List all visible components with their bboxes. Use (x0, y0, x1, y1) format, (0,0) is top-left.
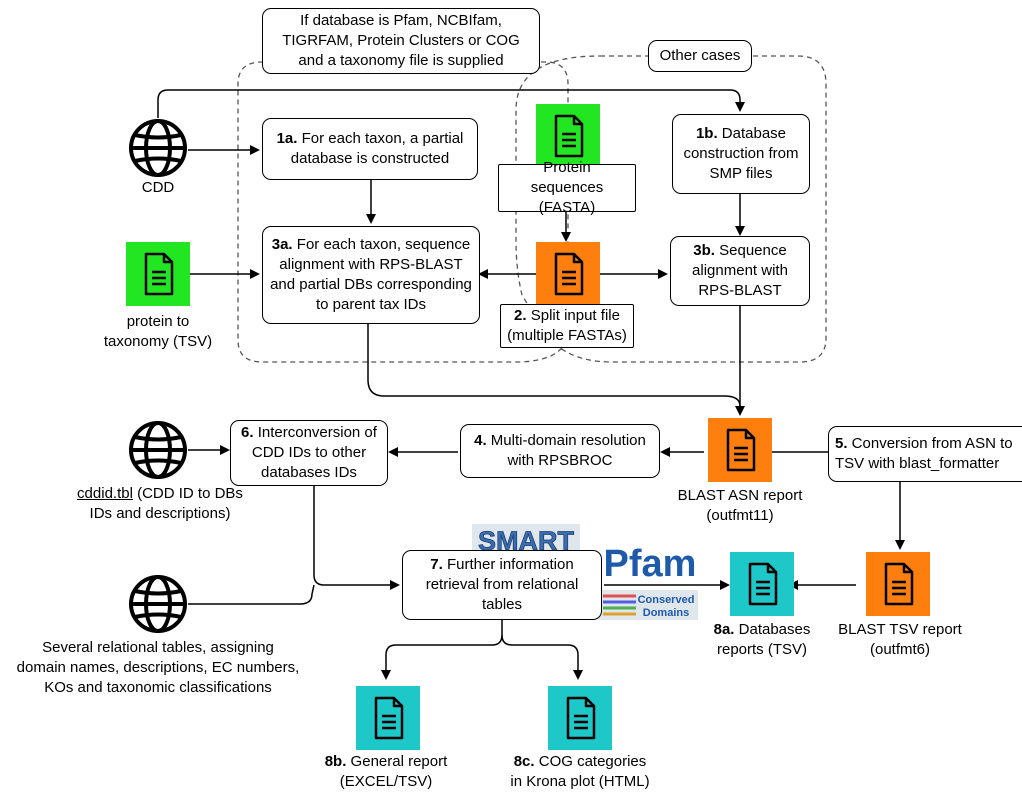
other-cases-region (515, 55, 827, 363)
svg-text:Domains: Domains (643, 607, 689, 619)
globe-icon (129, 575, 187, 633)
arrow-cdd-to-1b (157, 89, 745, 118)
conserved-domains-logo: Conserved Domains (598, 590, 698, 620)
arrow-6-to-7 (313, 484, 400, 590)
globe-icon (129, 119, 187, 177)
document-icon (548, 686, 612, 750)
document-icon (126, 242, 190, 306)
document-icon (708, 418, 772, 482)
document-icon (536, 104, 600, 168)
cdd-label: CDD (141, 179, 175, 196)
document-icon (536, 242, 600, 306)
svg-text:Conserved: Conserved (638, 594, 695, 606)
cddid-link[interactable]: cddid.tbl (77, 485, 133, 502)
blast-asn-report-label: BLAST ASN report(outfmt11) (677, 487, 803, 524)
document-icon (866, 552, 930, 616)
protein-sequences-label: Protein sequences(FASTA) (498, 159, 636, 216)
step-2-box: 2. Split input file(multiple FASTAs) (500, 304, 634, 348)
arrow-3a-to-asn (367, 322, 745, 416)
svg-text:Pfam: Pfam (604, 543, 697, 585)
document-icon (356, 686, 420, 750)
document-icon (730, 552, 794, 616)
blast-tsv-report-label: BLAST TSV report(outfmt6) (838, 621, 962, 658)
line-relational-to-7 (188, 584, 315, 605)
pfam-logo: Pfam (604, 543, 697, 585)
pfam-case-note: If database is Pfam, NCBIfam, TIGRFAM, P… (262, 8, 540, 74)
arrow-7-to-8c (501, 634, 583, 680)
other-cases-note: Other cases (648, 40, 752, 72)
arrow-7-to-8b (381, 620, 503, 680)
globe-icon (129, 421, 187, 479)
general-report-label: 8b. General report(EXCEL/TSV) (324, 753, 448, 790)
connectors (157, 89, 905, 680)
pfam-case-region (237, 61, 569, 363)
